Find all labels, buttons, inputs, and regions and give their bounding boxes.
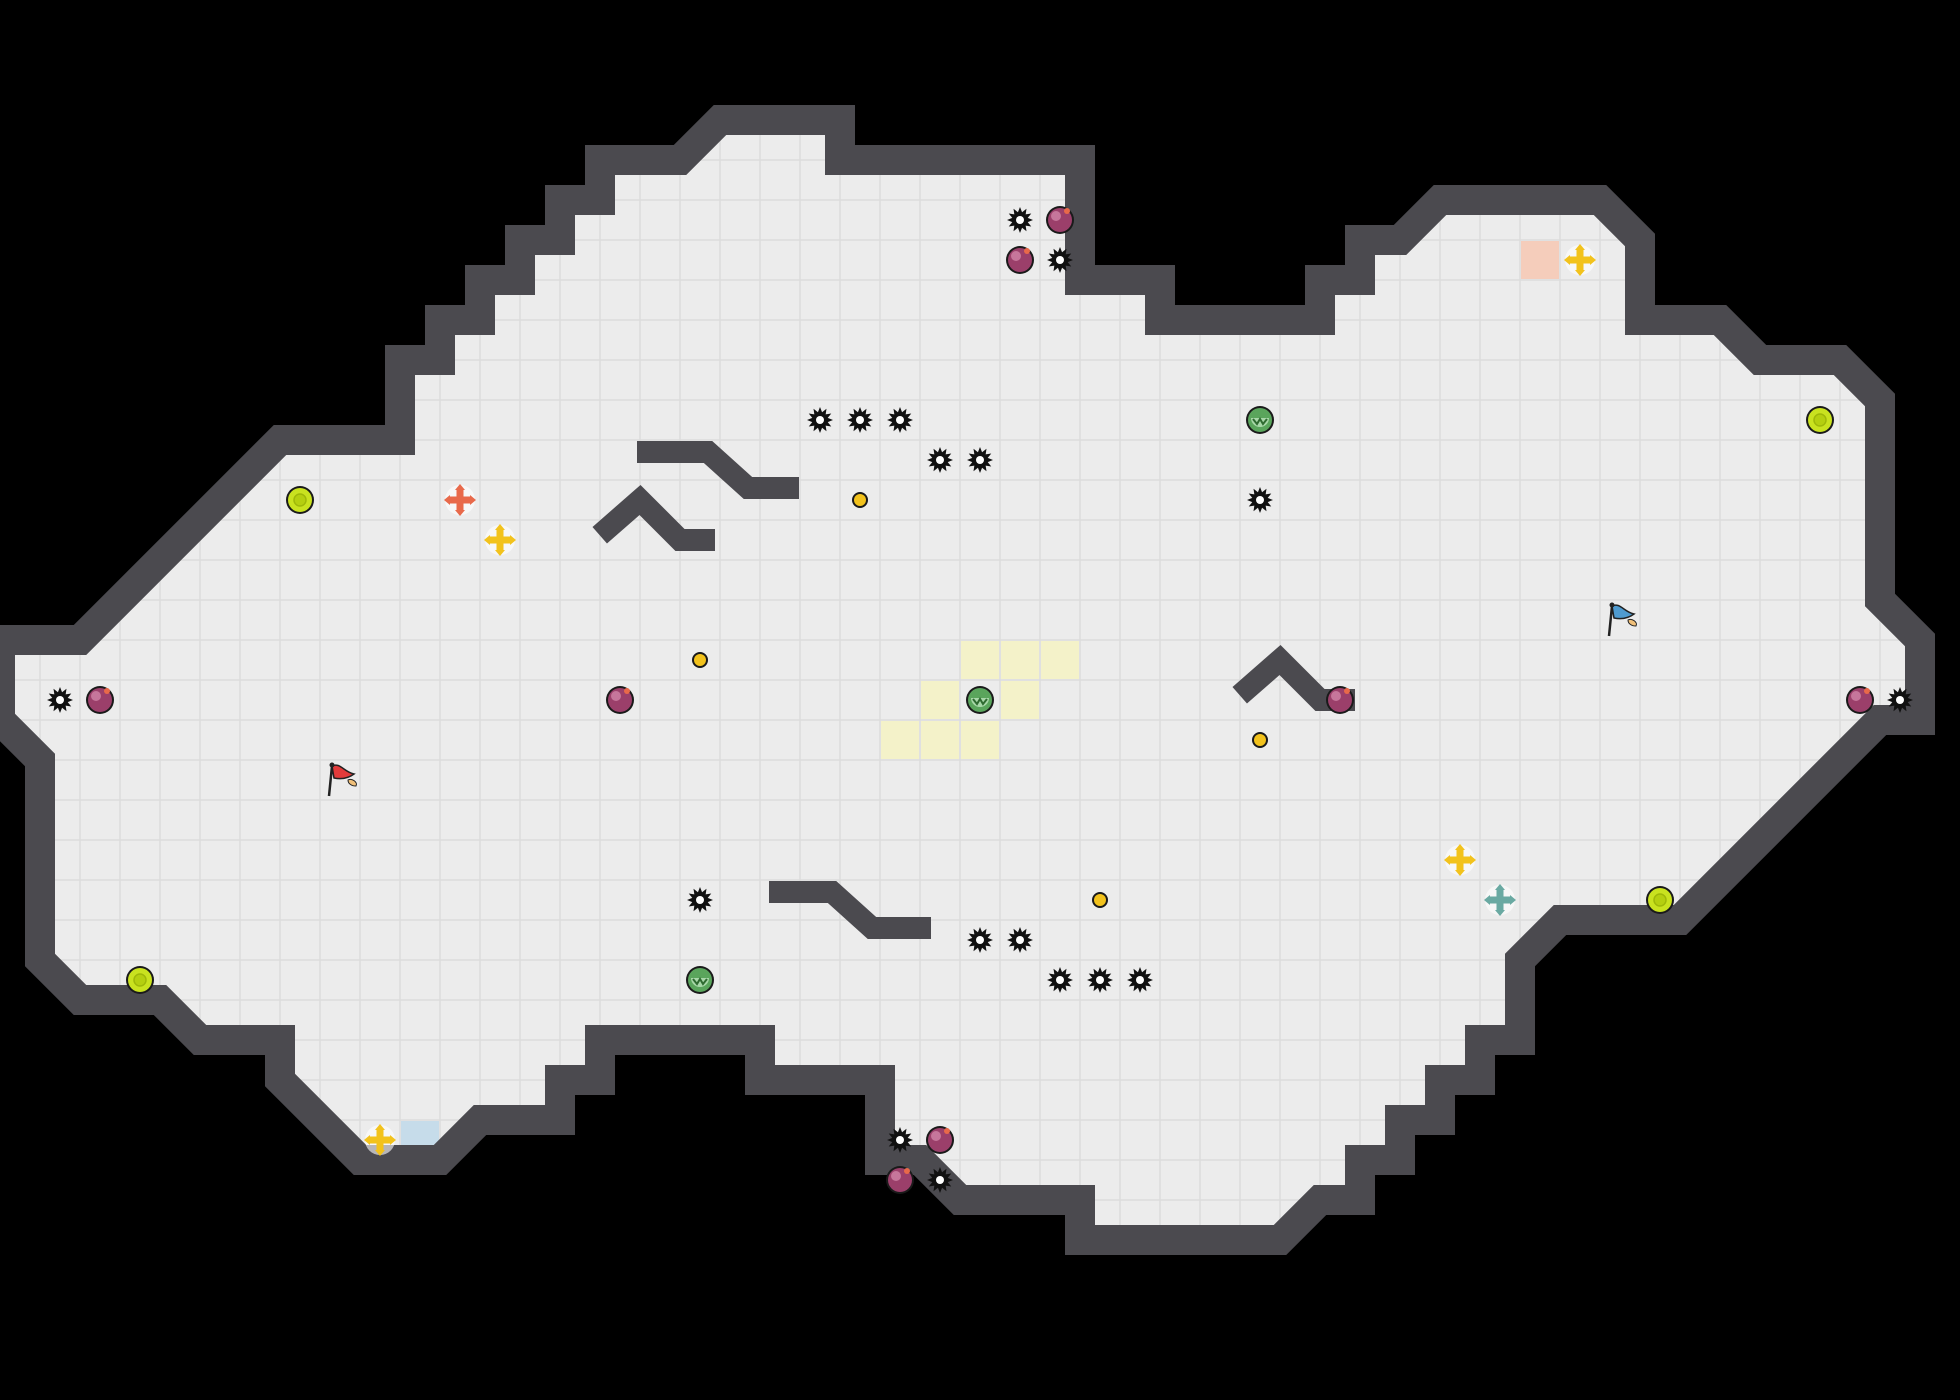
bomb-icon — [886, 1166, 914, 1194]
spike-mine-icon — [847, 407, 873, 433]
spike-mine-icon — [807, 407, 833, 433]
spike-mine-icon — [927, 447, 953, 473]
yellow-zone-tile — [921, 681, 959, 719]
token-icon — [692, 652, 708, 668]
spike-mine-icon — [1247, 487, 1273, 513]
bomb-icon — [606, 686, 634, 714]
blue-flag-icon — [1607, 602, 1637, 637]
yellow-zone-tile — [881, 721, 919, 759]
spike-mine-icon — [1127, 967, 1153, 993]
spike-mine-icon — [887, 1127, 913, 1153]
spike-mine-icon — [1047, 967, 1073, 993]
spike-mine-icon — [887, 407, 913, 433]
boost-pad-icon — [286, 486, 314, 514]
barrier-left — [592, 484, 715, 551]
yellow-spawn-cross-icon — [484, 524, 516, 556]
gate-button-icon — [1246, 406, 1274, 434]
yellow-spawn-cross-icon — [1444, 844, 1476, 876]
yellow-zone-tile — [961, 641, 999, 679]
yellow-spawn-cross-icon — [364, 1124, 396, 1156]
boost-pad-icon — [126, 966, 154, 994]
spike-mine-icon — [1047, 247, 1073, 273]
bomb-icon — [1326, 686, 1354, 714]
yellow-zone-tile — [921, 721, 959, 759]
boost-pad-icon — [1806, 406, 1834, 434]
yellow-zone-tile — [1041, 641, 1079, 679]
orange-spawn-cross-icon — [444, 484, 476, 516]
spike-mine-icon — [927, 1167, 953, 1193]
spike-mine-icon — [1007, 207, 1033, 233]
bomb-icon — [1006, 246, 1034, 274]
spike-mine-icon — [1887, 687, 1913, 713]
token-icon — [1252, 732, 1268, 748]
bomb-icon — [1046, 206, 1074, 234]
spike-mine-icon — [967, 447, 993, 473]
gate-button-icon — [686, 966, 714, 994]
yellow-zone-tile — [1001, 641, 1039, 679]
yellow-zone-tile — [961, 721, 999, 759]
bomb-icon — [86, 686, 114, 714]
red-flag-icon — [327, 762, 357, 797]
spike-mine-icon — [687, 887, 713, 913]
yellow-zone-tile — [1001, 681, 1039, 719]
bomb-icon — [926, 1126, 954, 1154]
spike-mine-icon — [967, 927, 993, 953]
token-icon — [852, 492, 868, 508]
boost-pad-icon — [1646, 886, 1674, 914]
token-icon — [1092, 892, 1108, 908]
spike-mine-icon — [1007, 927, 1033, 953]
barrier-bottom — [769, 881, 931, 939]
peach-zone-tile — [1521, 241, 1559, 279]
game-objects — [47, 206, 1913, 1194]
bomb-icon — [1846, 686, 1874, 714]
yellow-spawn-cross-icon — [1564, 244, 1596, 276]
spike-mine-icon — [47, 687, 73, 713]
teal-spawn-cross-icon — [1484, 884, 1516, 916]
arena-wall — [0, 105, 1935, 1255]
barrier-top — [637, 441, 799, 499]
spike-mine-icon — [1087, 967, 1113, 993]
gate-button-icon — [966, 686, 994, 714]
